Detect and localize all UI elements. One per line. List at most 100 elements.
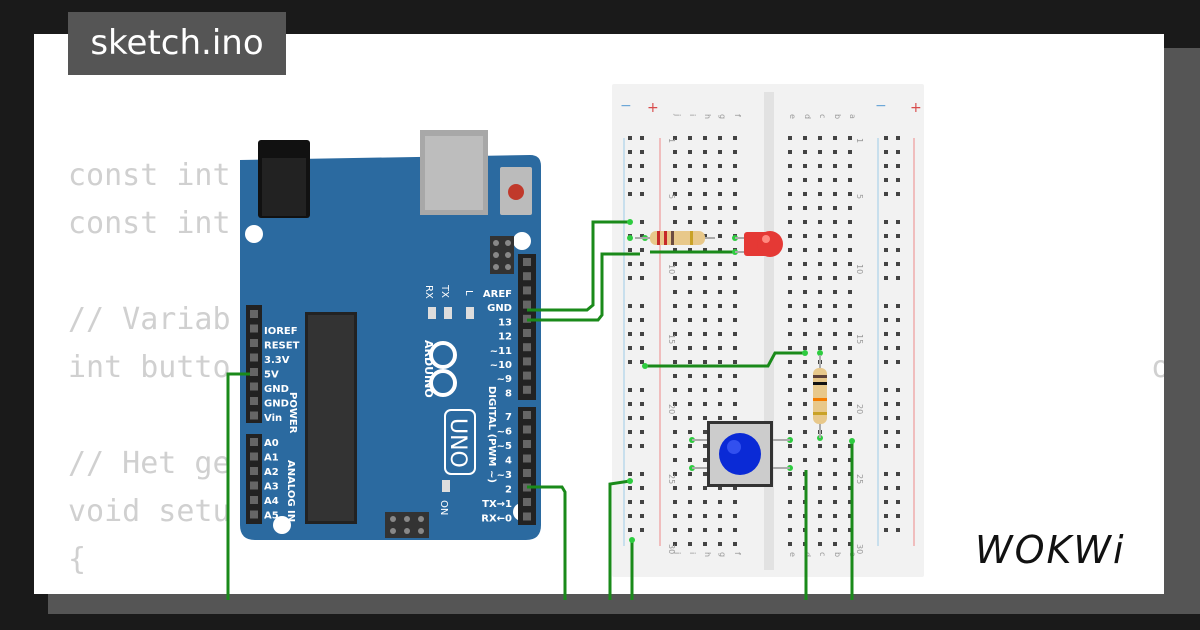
wire-button-left [608,479,631,600]
breadboard-hole [688,276,692,280]
breadboard-hole [884,276,888,280]
row-number-right: 30 [855,544,864,554]
breadboard-hole [703,164,707,168]
breadboard-hole [673,206,677,210]
led-red[interactable] [735,231,783,257]
breadboard-hole [884,360,888,364]
breadboard-hole [848,402,852,406]
breadboard-hole [733,542,737,546]
breadboard-hole [640,388,644,392]
breadboard-hole [703,206,707,210]
breadboard-hole [718,486,722,490]
breadboard-hole [896,346,900,350]
breadboard-hole [628,514,632,518]
breadboard-hole [640,346,644,350]
breadboard-hole [673,500,677,504]
breadboard-hole [884,500,888,504]
breadboard-hole [848,472,852,476]
breadboard-hole [718,416,722,420]
breadboard-hole [896,248,900,252]
breadboard-hole [733,402,737,406]
breadboard-hole [818,192,822,196]
breadboard-hole [673,374,677,378]
wire-pin2 [527,485,567,600]
breadboard-hole [884,136,888,140]
breadboard-hole [848,514,852,518]
breadboard-hole [688,542,692,546]
breadboard-hole [688,500,692,504]
row-number-left: 1 [667,138,676,143]
breadboard-hole [718,332,722,336]
wire-endpoint [642,363,648,369]
breadboard-hole [688,360,692,364]
breadboard-hole [788,178,792,182]
breadboard-hole [640,472,644,476]
row-number-right: 25 [855,474,864,484]
breadboard-hole [733,136,737,140]
resistor-led[interactable] [635,231,715,245]
breadboard-hole [733,318,737,322]
row-number-right: 15 [855,334,864,344]
col-letter-top: b [833,114,842,119]
breadboard-hole [718,220,722,224]
row-number-left: 20 [667,404,676,414]
breadboard-hole [673,430,677,434]
breadboard-hole [818,528,822,532]
breadboard-hole [884,388,888,392]
reset-button[interactable] [500,167,532,215]
breadboard-hole [818,444,822,448]
breadboard-hole [788,360,792,364]
resistor-button[interactable] [813,355,827,438]
breadboard-hole [628,528,632,532]
breadboard-hole [703,402,707,406]
breadboard-hole [884,514,888,518]
breadboard-hole [833,178,837,182]
breadboard-hole [833,444,837,448]
breadboard-hole [788,500,792,504]
header-pin [250,496,258,504]
breadboard-hole [718,318,722,322]
wire-endpoint [629,537,635,543]
breadboard-hole [803,318,807,322]
breadboard-hole [718,346,722,350]
breadboard-hole [818,304,822,308]
breadboard-hole [848,220,852,224]
breadboard-hole [818,290,822,294]
breadboard-hole [688,346,692,350]
breadboard-hole [733,332,737,336]
breadboard-hole [688,416,692,420]
breadboard-hole [848,276,852,280]
pin-label: A1 [264,453,279,464]
breadboard-hole [718,542,722,546]
header-pin [250,339,258,347]
breadboard-hole [733,304,737,308]
wire-gnd-rail [645,351,805,368]
breadboard-hole [673,416,677,420]
breadboard-hole [788,402,792,406]
breadboard-hole [640,402,644,406]
push-button[interactable] [692,421,790,487]
breadboard-hole [628,444,632,448]
breadboard-hole [803,178,807,182]
breadboard-hole [788,444,792,448]
breadboard-hole [788,248,792,252]
l-led [466,307,474,319]
breadboard-hole [688,528,692,532]
col-letter-bottom: j [673,551,682,554]
breadboard-hole [803,444,807,448]
breadboard-hole [640,234,644,238]
breadboard-hole [788,290,792,294]
breadboard-hole [818,346,822,350]
breadboard-hole [818,486,822,490]
breadboard-hole [703,542,707,546]
header-pin [250,411,258,420]
breadboard-hole [818,248,822,252]
pin-label: IOREF [264,326,298,337]
breadboard-hole [803,234,807,238]
breadboard-hole [673,192,677,196]
col-letter-top: f [733,114,742,117]
breadboard-hole [703,472,707,476]
breadboard-hole [884,234,888,238]
breadboard-hole [703,318,707,322]
